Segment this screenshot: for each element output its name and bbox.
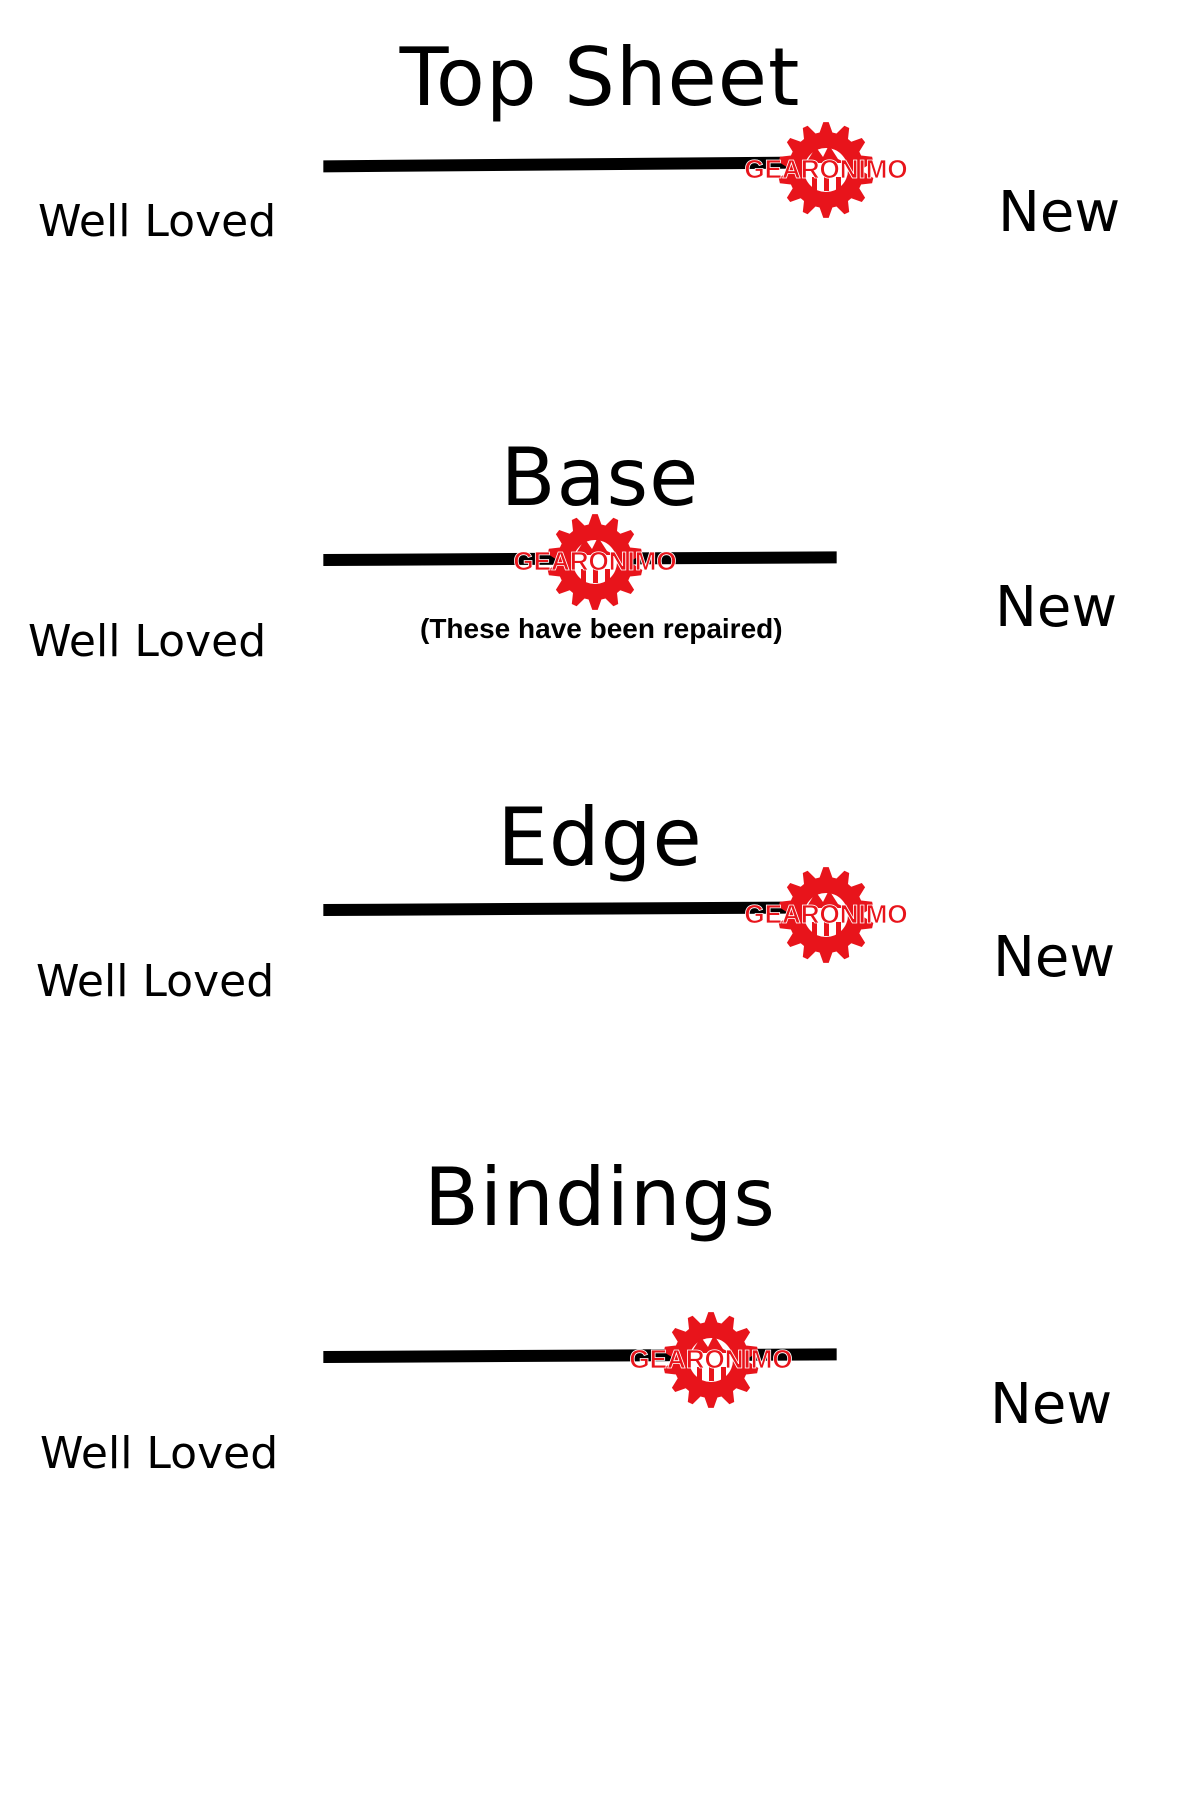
section-title: Bindings [424, 1151, 776, 1244]
gearonimo-logo-marker: GEARONIMO [495, 507, 695, 617]
section-edge: Edge Well Loved New GEARONIMO [0, 0, 1200, 1004]
left-label: Well Loved [36, 956, 275, 1007]
section-title: Edge [497, 791, 703, 884]
right-label: New [998, 180, 1121, 245]
left-label: Well Loved [28, 616, 267, 667]
logo-wordmark: GEARONIMO [514, 546, 677, 576]
rating-bar [323, 1348, 837, 1363]
section-base: Base Well Loved New (These have been rep… [0, 0, 1200, 664]
gearonimo-logo-marker: GEARONIMO [726, 115, 926, 225]
section-title: Base [500, 431, 700, 524]
left-label: Well Loved [40, 1428, 279, 1479]
right-label: New [993, 925, 1116, 990]
left-label: Well Loved [38, 196, 277, 247]
section-title: Top Sheet [399, 31, 801, 124]
section-top-sheet: Top Sheet Well Loved New GEARONIMO [0, 0, 1200, 400]
gear-icon: GEARONIMO [513, 514, 677, 610]
gear-icon: GEARONIMO [629, 1312, 793, 1408]
gearonimo-logo-marker: GEARONIMO [726, 860, 926, 970]
repair-note: (These have been repaired) [420, 613, 783, 644]
gearonimo-logo-marker: GEARONIMO [611, 1305, 811, 1415]
rating-bar [323, 901, 837, 916]
right-label: New [990, 1372, 1113, 1437]
logo-wordmark: GEARONIMO [629, 1344, 792, 1374]
gear-icon: GEARONIMO [744, 867, 908, 963]
section-bindings: Bindings Well Loved New GEARONIMO [0, 0, 1200, 1476]
logo-wordmark: GEARONIMO [745, 899, 908, 929]
right-label: New [995, 575, 1118, 640]
gear-icon: GEARONIMO [744, 122, 908, 218]
rating-bar [323, 156, 837, 173]
logo-wordmark: GEARONIMO [745, 154, 908, 184]
